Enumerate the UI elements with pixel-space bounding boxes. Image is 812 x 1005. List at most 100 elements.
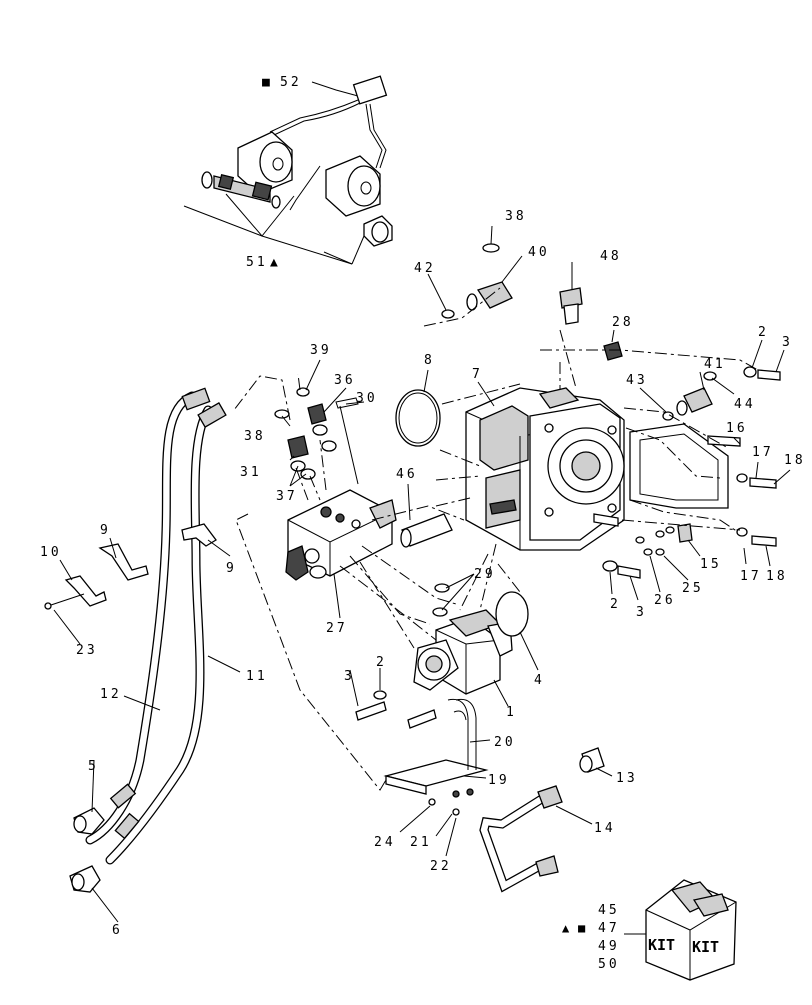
bolts-gear-pump [355, 690, 437, 729]
main-pump-7 [465, 387, 625, 551]
callout-27: 27 [326, 621, 348, 636]
callout-48: 48 [600, 249, 622, 264]
callout-3: 3 [782, 335, 793, 350]
kit-label-left: KIT [648, 936, 675, 954]
callout-25: 25 [682, 581, 704, 596]
kit-box: KIT KIT [645, 879, 737, 981]
wire [273, 102, 361, 136]
bracket-line [289, 165, 321, 211]
hose-clamp-9-left [98, 543, 149, 581]
callout-14: 14 [594, 821, 616, 836]
nut [363, 215, 393, 247]
tube-14 [479, 785, 563, 893]
leader-line [311, 81, 359, 97]
callout-45: 45 [598, 903, 620, 918]
square-symbol: ■ [262, 75, 273, 90]
hose-clamp-9-right [181, 523, 217, 547]
callout-4: 4 [534, 673, 545, 688]
callout-39: 39 [310, 343, 332, 358]
callout-18: 18 [784, 453, 806, 468]
callout-50: 50 [598, 957, 620, 972]
callout-31: 31 [240, 465, 262, 480]
callout-44: 44 [734, 397, 756, 412]
callout-2-lower: 2 [610, 597, 621, 612]
callout-28: 28 [612, 315, 634, 330]
o-ring-29 [434, 583, 450, 593]
connector-plug [352, 75, 388, 105]
solenoid-coil-right [325, 155, 381, 217]
callout-51: 51 [246, 255, 268, 270]
callout-43: 43 [626, 373, 648, 388]
valve-cartridge [201, 171, 281, 209]
callout-9-right: 9 [226, 561, 237, 576]
coupler-46 [400, 513, 453, 548]
washers-15-25-26 [635, 523, 693, 556]
callout-24: 24 [374, 835, 396, 850]
callout-3-lower: 3 [636, 605, 647, 620]
o-ring-4 [495, 591, 529, 637]
callout-47: 47 [598, 921, 620, 936]
o-ring-29 [432, 607, 448, 617]
o-ring-8 [395, 389, 441, 447]
callout-38-left: 38 [244, 429, 266, 444]
elbow-fitting-6 [69, 865, 101, 893]
bracket-line [183, 205, 353, 265]
hose-clamp-10 [64, 575, 107, 607]
callout-30: 30 [356, 391, 378, 406]
bolts-lower [593, 513, 641, 579]
callout-12: 12 [100, 687, 122, 702]
callout-21: 21 [410, 835, 432, 850]
callout-5: 5 [88, 759, 99, 774]
triangle-symbol: ▲ [270, 255, 281, 270]
hose-fitting [181, 387, 211, 411]
bracket-line [351, 235, 365, 265]
plug-28 [603, 341, 623, 361]
hose-fitting [114, 812, 140, 840]
callout-22: 22 [430, 859, 452, 874]
bracket-19 [383, 698, 489, 816]
callout-37: 37 [276, 489, 298, 504]
callout-1: 1 [506, 705, 517, 720]
triangle-symbol-kit: ▲ [562, 921, 572, 935]
callout-46: 46 [396, 467, 418, 482]
callout-52: 52 [280, 75, 302, 90]
callout-8: 8 [424, 353, 435, 368]
screw-23 [47, 593, 85, 607]
callout-36: 36 [334, 373, 356, 388]
callout-41: 41 [704, 357, 726, 372]
hydraulic-hoses [85, 387, 227, 865]
adapter-13 [579, 747, 605, 773]
screw-head [44, 602, 52, 610]
solenoid-assembly [183, 75, 393, 265]
callout-10: 10 [40, 545, 62, 560]
elbow-fitting-5 [73, 807, 105, 835]
hose-fitting [109, 783, 137, 809]
callout-15: 15 [700, 557, 722, 572]
hose-fitting [197, 402, 227, 428]
callout-29: 29 [474, 567, 496, 582]
bolts-upper-right [707, 366, 781, 547]
callout-7: 7 [472, 367, 483, 382]
callout-17-lower: 17 [740, 569, 762, 584]
kit-label-right: KIT [692, 938, 719, 956]
callout-17: 17 [752, 445, 774, 460]
callout-16: 16 [726, 421, 748, 436]
callout-3-left: 3 [344, 669, 355, 684]
callout-2: 2 [758, 325, 769, 340]
callout-40: 40 [528, 245, 550, 260]
callout-labels: ■ 52 51 ▲ 38 40 42 48 28 2 3 41 43 44 8 … [40, 75, 806, 972]
wire [369, 103, 387, 169]
leader-lines [53, 225, 791, 935]
callout-9-left: 9 [100, 523, 111, 538]
fitting-41 [662, 371, 717, 421]
callout-19: 19 [488, 773, 510, 788]
callout-2-left: 2 [376, 655, 387, 670]
wire [269, 99, 359, 133]
callout-6: 6 [112, 923, 123, 938]
callout-23: 23 [76, 643, 98, 658]
gear-pump-1 [413, 609, 513, 695]
callout-26: 26 [654, 593, 676, 608]
solenoid-coil-left [237, 131, 293, 195]
